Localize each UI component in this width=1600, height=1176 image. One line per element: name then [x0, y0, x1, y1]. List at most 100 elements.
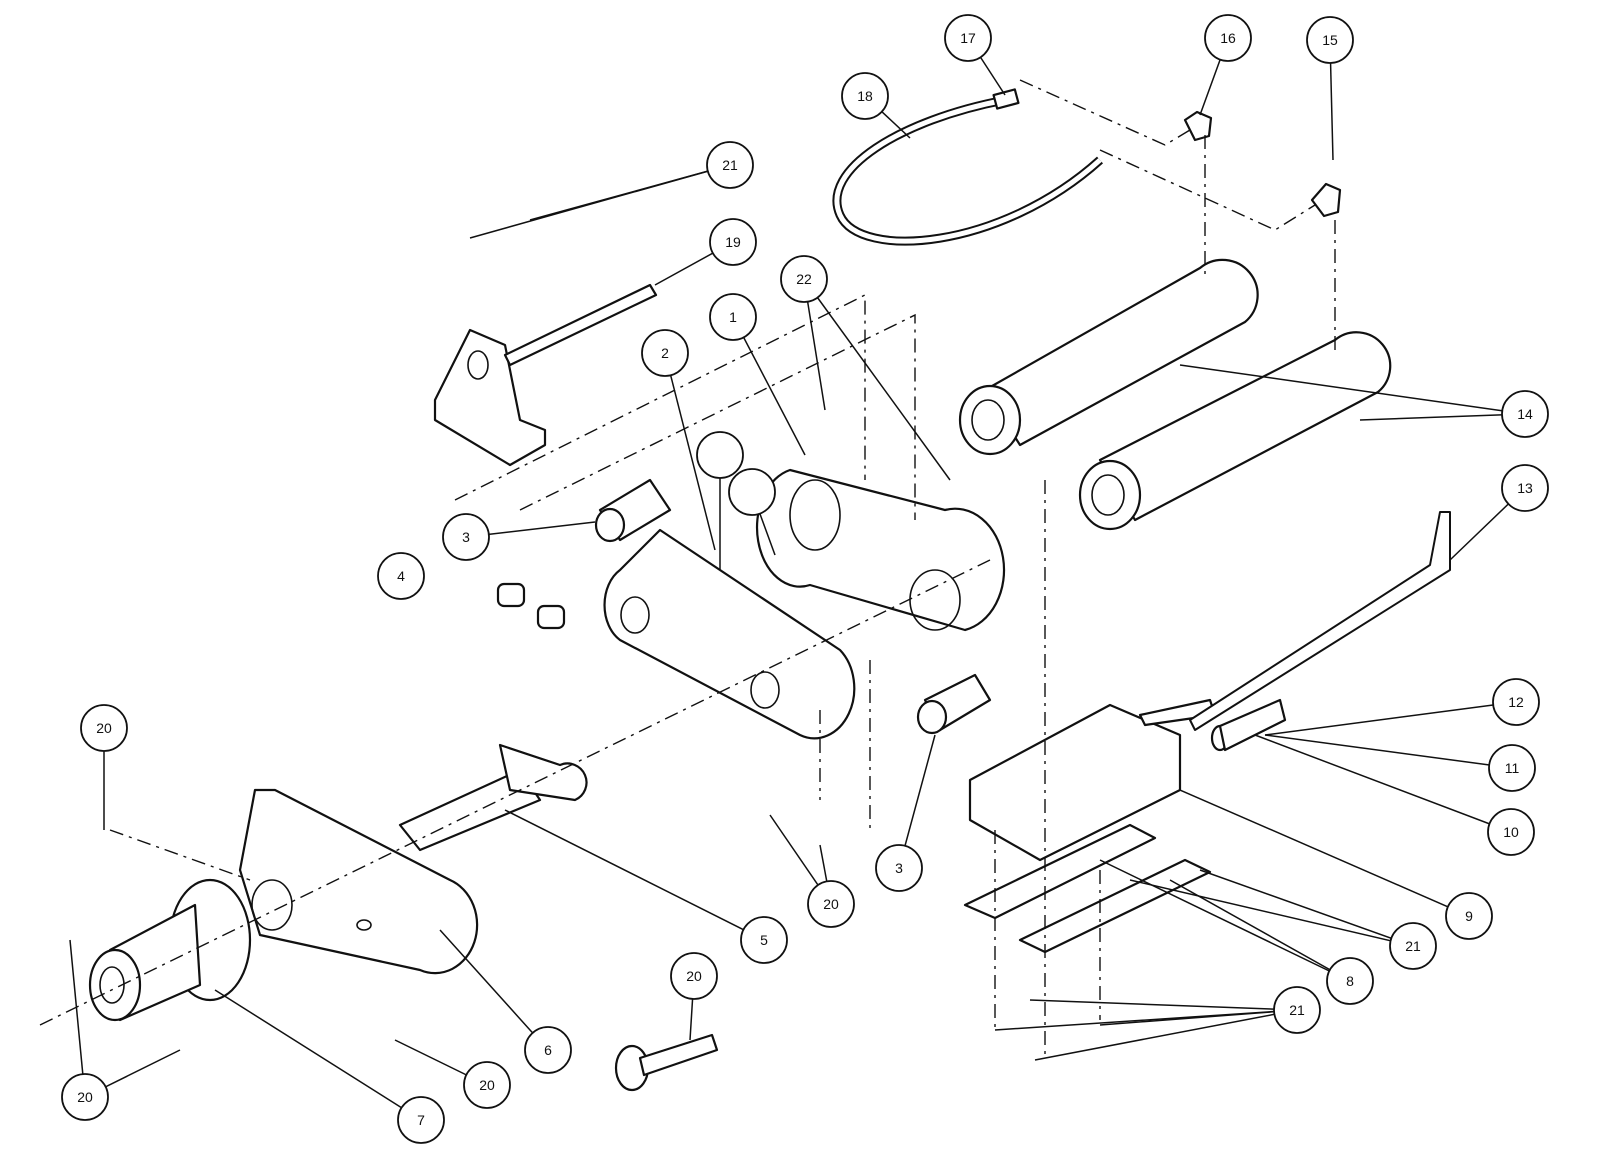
callout-bubble: 21: [1273, 986, 1321, 1034]
callout-label: 3: [895, 860, 903, 876]
leader-line: [469, 164, 731, 239]
leader-line: [1099, 1009, 1298, 1026]
callout-bubble: [728, 468, 776, 516]
callout-label: 5: [760, 932, 768, 948]
callout-bubble: 5: [740, 916, 788, 964]
callout-label: 20: [686, 968, 702, 984]
leader-line: [1034, 1009, 1298, 1061]
callout-circle: [524, 1026, 572, 1074]
callout-label: 20: [77, 1089, 93, 1105]
leader-line: [214, 989, 422, 1121]
callout-bubble: 9: [1445, 892, 1493, 940]
callout-circle: [377, 552, 425, 600]
leader-line: [439, 929, 549, 1051]
callout-bubble: 16: [1204, 14, 1252, 62]
callout-bubble: 21: [1389, 922, 1437, 970]
callout-circle: [1445, 892, 1493, 940]
callout-label: 14: [1517, 406, 1533, 422]
callout-circle: [728, 468, 776, 516]
callout-label: 20: [96, 720, 112, 736]
pin-20: [614, 1033, 719, 1092]
callout-bubble: 7: [397, 1096, 445, 1144]
cylinder-14: [958, 258, 1392, 531]
callout-label: 11: [1505, 760, 1520, 776]
callout-bubble: 1: [709, 293, 757, 341]
callout-label: 9: [1465, 908, 1473, 924]
callout-label: 8: [1346, 973, 1354, 989]
callout-label: 1: [729, 309, 737, 325]
callout-label: 2: [661, 345, 669, 361]
hose-assembly: [832, 88, 1342, 246]
callout-circle: [670, 952, 718, 1000]
callout-bubble: 18: [841, 72, 889, 120]
leader-line: [803, 278, 951, 481]
callout-label: 12: [1508, 694, 1524, 710]
callout-bubble: [696, 431, 744, 479]
callout-circle: [1492, 678, 1540, 726]
plate-1: [755, 468, 1006, 632]
callout-bubble: 20: [670, 952, 718, 1000]
leader-line: [1099, 859, 1351, 982]
callout-circle: [61, 1073, 109, 1121]
leader-line: [1199, 869, 1414, 947]
callout-bubble: 20: [807, 880, 855, 928]
callout-label: 17: [960, 30, 976, 46]
callout-circle: [740, 916, 788, 964]
callout-label: 3: [462, 529, 470, 545]
callout-bubble: 15: [1306, 16, 1354, 64]
callout-circle: [397, 1096, 445, 1144]
callout-label: 22: [796, 271, 812, 287]
pin-5: [398, 743, 588, 852]
leader-line: [1179, 789, 1470, 917]
callout-label: 7: [417, 1112, 425, 1128]
callout-label: 21: [1405, 938, 1421, 954]
callout-label: 20: [823, 896, 839, 912]
bracket-6: [238, 788, 479, 975]
callout-circle: [709, 218, 757, 266]
callout-label: 13: [1517, 480, 1533, 496]
callout-circle: [1204, 14, 1252, 62]
leader-line: [504, 809, 765, 941]
callout-label: 21: [1289, 1002, 1305, 1018]
block-2: [603, 528, 856, 740]
callout-bubble: 20: [61, 1073, 109, 1121]
callout-label: 10: [1503, 824, 1519, 840]
callout-bubble: 12: [1492, 678, 1540, 726]
callout-bubble: 20: [80, 704, 128, 752]
callout-bubble: 4: [377, 552, 425, 600]
callout-circle: [696, 431, 744, 479]
callout-circle: [780, 255, 828, 303]
callout-bubble: 13: [1501, 464, 1549, 512]
callout-circle: [709, 293, 757, 341]
leader-line: [69, 939, 86, 1098]
callout-label: 19: [725, 234, 741, 250]
assembly-lines: [39, 79, 1336, 1060]
leader-line: [1264, 734, 1513, 769]
callout-circle: [1488, 744, 1536, 792]
callout-circle: [875, 844, 923, 892]
callout-label: 16: [1220, 30, 1236, 46]
leader-line: [1264, 701, 1517, 736]
callout-bubble: 22: [780, 255, 828, 303]
callout-label: 21: [722, 157, 738, 173]
callout-bubble: 3: [442, 513, 490, 561]
callout-circle: [1501, 464, 1549, 512]
roller-3: [496, 478, 992, 735]
callout-circle: [80, 704, 128, 752]
callout-label: 6: [544, 1042, 552, 1058]
callout-circle: [1501, 390, 1549, 438]
bracket-19: [433, 283, 658, 467]
plate-8: [963, 823, 1212, 954]
callout-bubble: 10: [1487, 808, 1535, 856]
callout-bubble: 6: [524, 1026, 572, 1074]
callout-label: 20: [479, 1077, 495, 1093]
callout-circle: [1306, 16, 1354, 64]
callout-circle: [841, 72, 889, 120]
leader-line: [1129, 879, 1414, 947]
callout-bubble: 2: [641, 329, 689, 377]
leader-line: [664, 352, 716, 551]
callout-circle: [1487, 808, 1535, 856]
callout-bubble: 14: [1501, 390, 1549, 438]
handle-13: [1189, 511, 1451, 731]
flange-7: [88, 878, 252, 1022]
